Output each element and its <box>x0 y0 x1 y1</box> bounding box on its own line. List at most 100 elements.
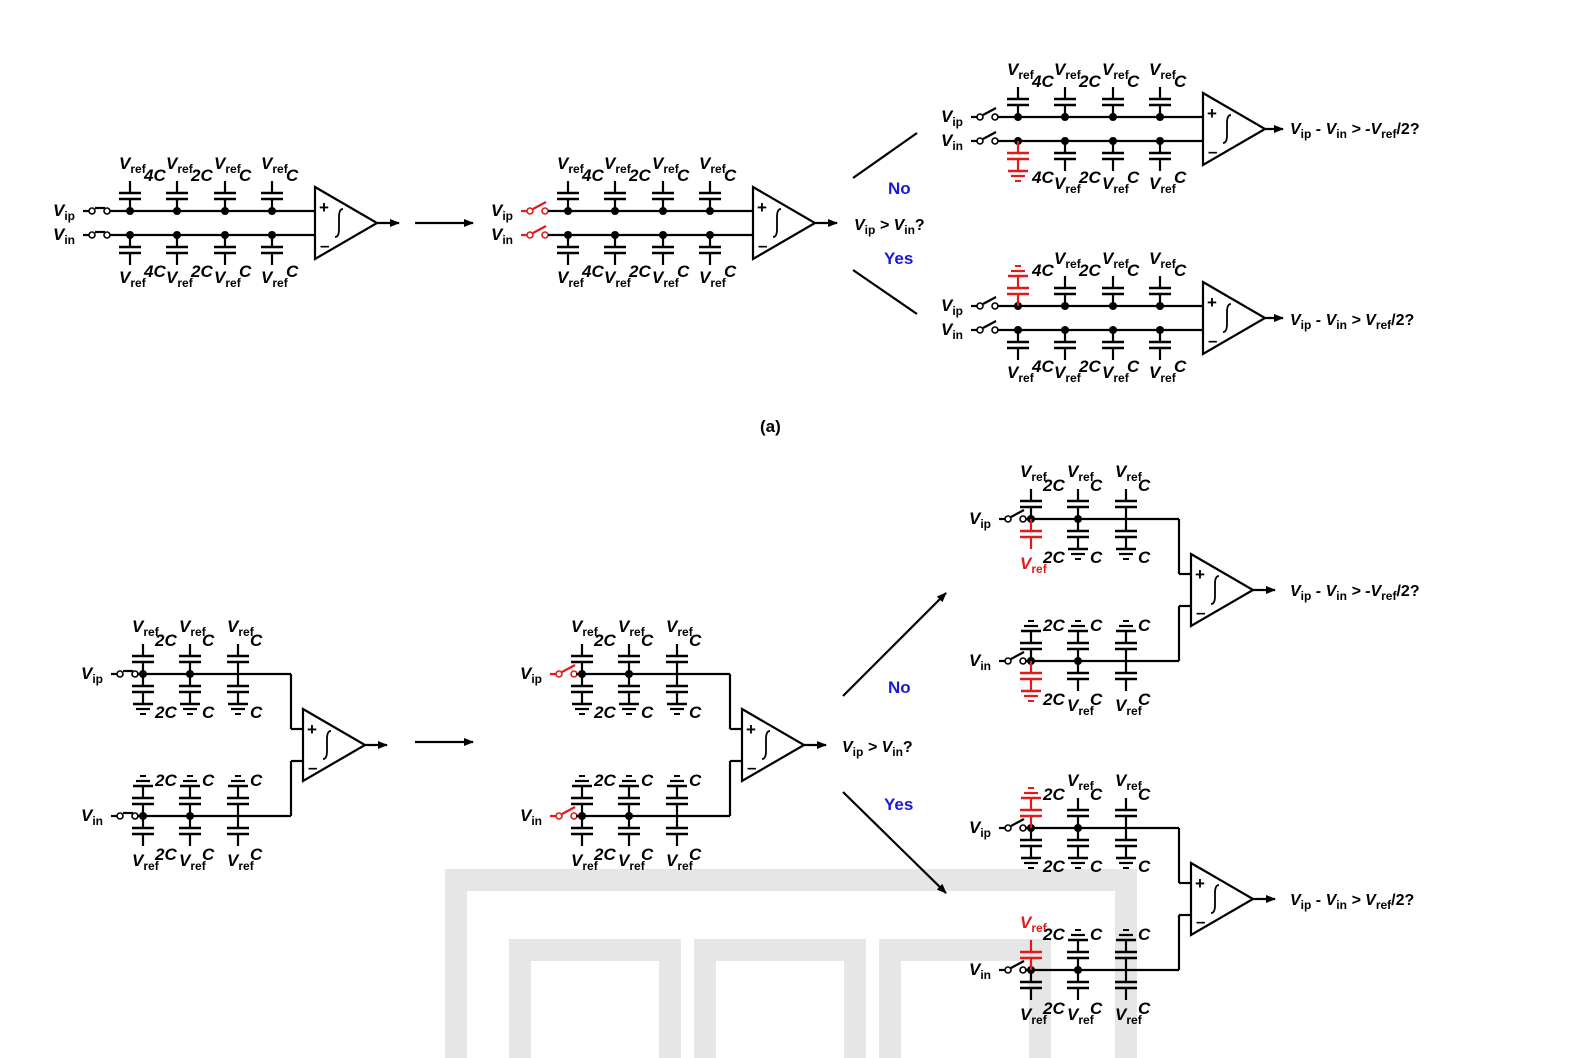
cap-value: C <box>689 845 702 864</box>
cap-value: 2C <box>1078 72 1101 91</box>
vref-label: Vref <box>1054 249 1082 271</box>
switch-terminal <box>116 670 124 678</box>
vref-label: Vref <box>618 851 646 873</box>
cap-value: C <box>202 703 215 722</box>
vref-label: Vref <box>1115 1005 1143 1027</box>
vref-label: Vref <box>652 268 680 290</box>
switch-terminal <box>1004 824 1012 832</box>
cap-value: C <box>641 631 654 650</box>
watermark-glyph <box>879 939 1051 1058</box>
minus-sign: – <box>1196 912 1205 931</box>
minus-sign: – <box>1196 603 1205 622</box>
cap-value: C <box>1138 548 1151 567</box>
panel-a-result-no: Vip - Vin > -Vref/2? <box>1290 121 1420 141</box>
cap-value: 2C <box>1078 261 1101 280</box>
cap-value: C <box>1090 857 1103 876</box>
plus-sign: + <box>1195 565 1205 584</box>
vref-label: Vref <box>1054 174 1082 196</box>
cap-value: C <box>1127 357 1140 376</box>
vref-label: Vref <box>119 268 147 290</box>
vref-label: Vref <box>652 154 680 176</box>
integral-icon <box>1210 884 1220 914</box>
cap-value: C <box>641 703 654 722</box>
watermark-glyph <box>694 939 866 1058</box>
switch-blade <box>982 131 997 140</box>
branch-line-no <box>852 132 918 179</box>
vref-label: Vref <box>1149 60 1177 82</box>
cap-value: 2C <box>1042 616 1065 635</box>
vref-label: Vref <box>179 617 207 639</box>
cap-value: 2C <box>154 845 177 864</box>
integral-icon <box>1222 303 1232 333</box>
switch-terminal <box>555 812 563 820</box>
cap-value: C <box>202 845 215 864</box>
cap-value: 2C <box>1078 357 1101 376</box>
comparator-icon <box>1201 280 1268 356</box>
switch-terminal <box>541 207 549 215</box>
cap-value: C <box>202 771 215 790</box>
minus-sign: – <box>320 236 329 255</box>
cap-value: C <box>1174 168 1187 187</box>
vref-label: Vref <box>1115 696 1143 718</box>
cap-value: C <box>250 771 263 790</box>
panel-a-comparison: Vip > Vin? <box>854 217 925 237</box>
vref-label: Vref <box>604 268 632 290</box>
cap-value: 4C <box>1031 357 1054 376</box>
input-label: Vin <box>941 320 963 342</box>
integral-icon <box>1222 114 1232 144</box>
cap-value: C <box>689 703 702 722</box>
vref-label: Vref <box>132 617 160 639</box>
panel-a-result-yes: Vip - Vin > Vref/2? <box>1290 312 1414 332</box>
cap-value: 2C <box>628 166 651 185</box>
vref-label: Vref <box>571 617 599 639</box>
vref-label: Vref <box>1115 771 1143 793</box>
switch-terminal <box>526 231 534 239</box>
cap-value: 2C <box>154 631 177 650</box>
vref-label: Vref <box>227 617 255 639</box>
cap-value: C <box>1090 999 1103 1018</box>
cap-value: 2C <box>1042 925 1065 944</box>
vref-label: Vref <box>1054 363 1082 385</box>
plus-sign: + <box>757 198 767 217</box>
cap-value: 2C <box>190 166 213 185</box>
panel-b-comparison: Vip > Vin? <box>842 739 913 759</box>
cap-value: 4C <box>581 166 604 185</box>
switch-blade <box>1010 651 1025 660</box>
cap-value: C <box>1127 168 1140 187</box>
cap-value: C <box>724 262 737 281</box>
watermark-glyph <box>509 939 681 1058</box>
panel-a-label: (a) <box>760 417 781 436</box>
cap-value: 2C <box>628 262 651 281</box>
cap-value: 2C <box>1042 785 1065 804</box>
comparator-icon <box>740 707 807 783</box>
cap-value: 2C <box>190 262 213 281</box>
cap-value: C <box>1138 616 1151 635</box>
vref-label: Vref <box>666 617 694 639</box>
switch-terminal <box>976 302 984 310</box>
panel-a-yes-label: Yes <box>884 249 913 268</box>
plus-sign: + <box>746 720 756 739</box>
plus-sign: + <box>1195 874 1205 893</box>
comparator-icon <box>313 185 380 261</box>
vref-label: Vref <box>604 154 632 176</box>
cap-value: C <box>1138 925 1151 944</box>
vref-label: Vref <box>1020 1005 1048 1027</box>
vref-label: Vref <box>1054 60 1082 82</box>
cap-value: C <box>641 845 654 864</box>
cap-value: 2C <box>593 771 616 790</box>
switch-terminal <box>1004 515 1012 523</box>
vref-label: Vref <box>1115 462 1143 484</box>
input-label: Vin <box>520 806 542 828</box>
switch-terminal <box>976 113 984 121</box>
cap-value: C <box>239 262 252 281</box>
vref-label: Vref <box>214 154 242 176</box>
vref-label: Vref <box>1067 1005 1095 1027</box>
cap-value: 4C <box>1031 261 1054 280</box>
input-label: Vip <box>969 509 991 531</box>
cap-value: C <box>689 631 702 650</box>
vref-label: Vref <box>1020 554 1048 576</box>
cap-value: C <box>1127 261 1140 280</box>
cap-value: 2C <box>1042 690 1065 709</box>
comparator-icon <box>1189 552 1256 628</box>
cap-value: 2C <box>593 703 616 722</box>
